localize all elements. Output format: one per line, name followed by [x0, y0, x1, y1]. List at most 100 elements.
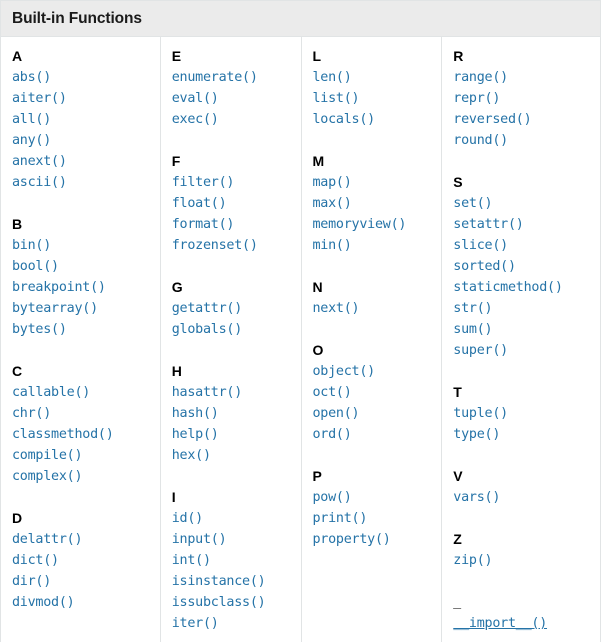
function-link[interactable]: range() [453, 70, 508, 85]
letter-heading: T [453, 384, 462, 400]
letter-heading: C [12, 363, 23, 379]
function-link[interactable]: format() [171, 217, 235, 232]
function-link[interactable]: bin() [12, 238, 52, 253]
letter-heading: R [453, 48, 464, 64]
function-link[interactable]: isinstance() [171, 574, 266, 589]
letter-heading: _ [453, 594, 462, 610]
letter-heading: M [312, 153, 325, 169]
function-link[interactable]: sorted() [453, 259, 516, 274]
function-link[interactable]: slice() [453, 238, 508, 253]
function-link[interactable]: dir() [12, 574, 52, 589]
function-link[interactable]: max() [312, 196, 352, 211]
function-link[interactable]: min() [312, 238, 352, 253]
function-link[interactable]: callable() [12, 385, 91, 400]
function-link[interactable]: vars() [453, 490, 501, 505]
function-link[interactable]: all() [12, 112, 52, 127]
function-link[interactable]: open() [312, 406, 360, 421]
function-link[interactable]: float() [171, 196, 227, 211]
function-link[interactable]: hash() [171, 406, 219, 421]
function-link[interactable]: any() [12, 133, 52, 148]
function-link[interactable]: dict() [12, 553, 59, 568]
function-link[interactable]: pow() [312, 490, 352, 505]
function-link[interactable]: globals() [171, 322, 243, 337]
function-link[interactable]: aiter() [12, 91, 67, 106]
function-link[interactable]: list() [312, 91, 360, 106]
function-link[interactable]: hex() [171, 448, 211, 463]
function-link[interactable]: sum() [453, 322, 493, 337]
function-link[interactable]: repr() [453, 91, 501, 106]
function-link[interactable]: getattr() [171, 301, 243, 316]
letter-heading: E [171, 48, 182, 64]
function-link[interactable]: object() [312, 364, 376, 379]
function-link[interactable]: bytes() [12, 322, 67, 337]
function-link[interactable]: print() [312, 511, 368, 526]
function-link[interactable]: int() [171, 553, 211, 568]
page-title: Built-in Functions [12, 9, 142, 27]
letter-heading: N [312, 279, 323, 295]
letter-heading: D [12, 510, 23, 526]
letter-heading: Z [453, 531, 462, 547]
function-link[interactable]: property() [312, 532, 391, 547]
function-link[interactable]: round() [453, 133, 508, 148]
function-link[interactable]: zip() [453, 553, 493, 568]
function-link[interactable]: next() [312, 301, 360, 316]
function-link[interactable]: anext() [12, 154, 67, 169]
function-link[interactable]: super() [453, 343, 508, 358]
function-link[interactable]: setattr() [453, 217, 524, 232]
function-link[interactable]: reversed() [453, 112, 532, 127]
function-link[interactable]: frozenset() [171, 238, 258, 253]
function-link[interactable]: __import__() [453, 616, 548, 631]
function-link[interactable]: filter() [171, 175, 235, 190]
function-link[interactable]: len() [312, 70, 352, 85]
function-link[interactable]: locals() [312, 112, 376, 127]
function-link[interactable]: hasattr() [171, 385, 243, 400]
function-link[interactable]: chr() [12, 406, 52, 421]
function-link[interactable]: breakpoint() [12, 280, 106, 295]
letter-heading: A [12, 48, 23, 64]
function-link[interactable]: tuple() [453, 406, 508, 421]
function-link[interactable]: bytearray() [12, 301, 98, 316]
function-link[interactable]: memoryview() [312, 217, 407, 232]
function-link[interactable]: compile() [12, 448, 83, 463]
function-link[interactable]: eval() [171, 91, 219, 106]
function-link[interactable]: set() [453, 196, 493, 211]
function-link[interactable]: ascii() [12, 175, 67, 190]
function-link[interactable]: delattr() [12, 532, 83, 547]
function-link[interactable]: enumerate() [171, 70, 258, 85]
function-link[interactable]: issubclass() [171, 595, 266, 610]
function-link[interactable]: map() [312, 175, 352, 190]
function-link[interactable]: id() [171, 511, 203, 526]
function-link[interactable]: iter() [171, 616, 219, 631]
function-link[interactable]: classmethod() [12, 427, 114, 442]
function-link[interactable]: str() [453, 301, 493, 316]
function-link[interactable]: complex() [12, 469, 83, 484]
function-link[interactable]: divmod() [12, 595, 75, 610]
letter-heading: G [171, 279, 183, 295]
function-link[interactable]: exec() [171, 112, 219, 127]
function-link[interactable]: help() [171, 427, 219, 442]
function-link[interactable]: type() [453, 427, 501, 442]
function-link[interactable]: ord() [312, 427, 352, 442]
function-link[interactable]: staticmethod() [453, 280, 563, 295]
function-link[interactable]: bool() [12, 259, 59, 274]
letter-group: _ __import__() [453, 592, 590, 634]
function-link[interactable]: abs() [12, 70, 52, 85]
function-link[interactable]: input() [171, 532, 227, 547]
function-link[interactable]: oct() [312, 385, 352, 400]
